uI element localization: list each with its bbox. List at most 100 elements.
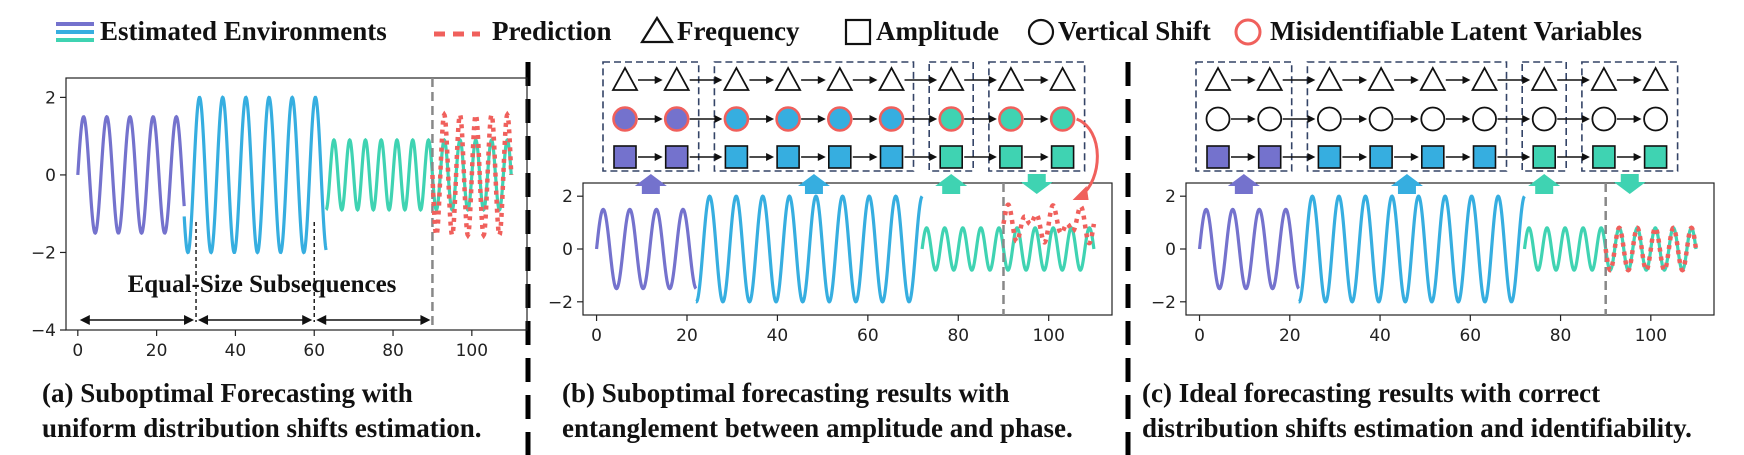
x-tick-label: 80 bbox=[382, 341, 404, 361]
vertical-shift-node bbox=[878, 106, 905, 132]
transition-arrow-head bbox=[1247, 115, 1256, 123]
environment-down-arrow bbox=[1020, 174, 1053, 194]
panel-a-caption-line2: uniform distribution shifts estimation. bbox=[42, 413, 482, 443]
amplitude-node bbox=[724, 145, 749, 169]
vertical-shift-node bbox=[723, 106, 750, 132]
frequency-node bbox=[1315, 66, 1343, 91]
panel-c-caption-line1: (c) Ideal forecasting results with corre… bbox=[1142, 378, 1601, 408]
circle-icon bbox=[1027, 18, 1055, 46]
y-tick-label: 0 bbox=[562, 240, 573, 260]
arrow-head-left bbox=[79, 315, 90, 325]
x-tick-label: 60 bbox=[857, 326, 879, 346]
transition-arrow-head bbox=[1410, 153, 1419, 161]
transition-arrow-head bbox=[1581, 76, 1590, 84]
legend-amplitude: Amplitude bbox=[876, 16, 1000, 46]
amplitude-node bbox=[664, 145, 689, 169]
amplitude-node bbox=[1206, 145, 1230, 169]
environment-up-arrow bbox=[634, 174, 667, 194]
y-tick-label: 2 bbox=[562, 187, 573, 207]
prediction-line bbox=[1001, 202, 1097, 246]
x-tick-label: 20 bbox=[1279, 326, 1301, 346]
transition-arrow-head bbox=[1307, 153, 1316, 161]
frequency-node bbox=[1256, 66, 1284, 91]
x-tick-label: 80 bbox=[947, 326, 969, 346]
panel-b-caption-line1: (b) Suboptimal forecasting results with bbox=[562, 378, 1010, 408]
transition-arrow-head bbox=[1522, 153, 1531, 161]
transition-arrow-head bbox=[929, 115, 938, 123]
prediction-line bbox=[430, 110, 514, 240]
frequency-node bbox=[1590, 66, 1618, 91]
amplitude-node bbox=[879, 145, 904, 169]
environment-up-arrow bbox=[1227, 174, 1260, 194]
x-tick-label: 100 bbox=[456, 341, 488, 361]
transition-arrow-head bbox=[654, 153, 663, 161]
equal-size-subsequences-label: Equal-Size Subsequences bbox=[128, 271, 397, 298]
panel-a-caption-line1: (a) Suboptimal Forecasting with bbox=[42, 378, 413, 408]
x-tick-label: 60 bbox=[1459, 326, 1481, 346]
panel-a-caption: (a) Suboptimal Forecasting with uniform … bbox=[42, 376, 482, 446]
environment-up-arrow bbox=[1390, 174, 1423, 194]
frequency-node bbox=[1470, 66, 1499, 91]
transition-arrow-head bbox=[1633, 76, 1642, 84]
amplitude-node bbox=[1369, 145, 1393, 169]
frequency-node bbox=[826, 66, 854, 91]
panel-b-caption-line2: entanglement between amplitude and phase… bbox=[562, 413, 1073, 443]
amplitude-node bbox=[1643, 145, 1668, 169]
series-line bbox=[1197, 207, 1300, 291]
vertical-shift-node bbox=[663, 106, 690, 132]
vertical-shift-node bbox=[1531, 106, 1557, 132]
vertical-shift-node bbox=[1317, 106, 1342, 132]
environment-group-box bbox=[1195, 61, 1293, 172]
amplitude-node bbox=[1421, 145, 1445, 169]
arrow-head-right bbox=[302, 315, 313, 325]
transition-arrow-head bbox=[1307, 76, 1316, 84]
transition-arrow-head bbox=[988, 115, 997, 123]
amplitude-node bbox=[1050, 145, 1075, 169]
triangle-icon bbox=[640, 15, 674, 44]
legend: Estimated Environments Prediction Freque… bbox=[0, 0, 1744, 68]
amplitude-node bbox=[1317, 145, 1342, 169]
transition-arrow-head bbox=[1040, 76, 1049, 84]
frequency-node bbox=[877, 66, 906, 91]
transition-arrow-head bbox=[766, 115, 775, 123]
vertical-shift-node bbox=[826, 106, 853, 132]
transition-arrow-head bbox=[766, 153, 775, 161]
frequency-node bbox=[1530, 66, 1558, 91]
y-tick-label: −2 bbox=[31, 243, 56, 263]
series-line bbox=[76, 114, 186, 236]
frequency-node bbox=[774, 66, 802, 91]
transition-arrow-head bbox=[929, 76, 938, 84]
panel-c-caption-line2: distribution shifts estimation and ident… bbox=[1142, 413, 1692, 443]
frequency-node bbox=[997, 66, 1025, 91]
environment-up-arrow bbox=[1528, 174, 1561, 194]
x-tick-label: 20 bbox=[146, 341, 168, 361]
transition-arrow-head bbox=[1462, 115, 1471, 123]
vertical-shift-node bbox=[998, 106, 1024, 132]
y-tick-label: 2 bbox=[1165, 187, 1176, 207]
amplitude-node bbox=[1472, 145, 1497, 169]
transition-arrow-head bbox=[869, 115, 878, 123]
transition-arrow-head bbox=[817, 115, 826, 123]
series-line bbox=[324, 137, 435, 212]
amplitude-node bbox=[1592, 145, 1616, 169]
legend-symbols bbox=[56, 15, 1262, 46]
axes-frame bbox=[65, 77, 528, 331]
transition-arrow-head bbox=[988, 76, 997, 84]
x-tick-label: 0 bbox=[72, 341, 83, 361]
frequency-node bbox=[937, 66, 965, 91]
transition-arrow-head bbox=[1522, 76, 1531, 84]
vertical-shift-node bbox=[1205, 106, 1231, 132]
transition-arrow-head bbox=[1359, 153, 1368, 161]
transition-arrow-head bbox=[817, 153, 826, 161]
environment-group-box bbox=[602, 61, 700, 172]
transition-arrow-head bbox=[654, 76, 663, 84]
frequency-node bbox=[1367, 66, 1395, 91]
frequency-node bbox=[611, 66, 639, 91]
frequency-node bbox=[663, 66, 691, 91]
amplitude-node bbox=[776, 145, 800, 169]
square-icon bbox=[844, 18, 872, 46]
environment-down-arrow bbox=[1613, 174, 1646, 194]
